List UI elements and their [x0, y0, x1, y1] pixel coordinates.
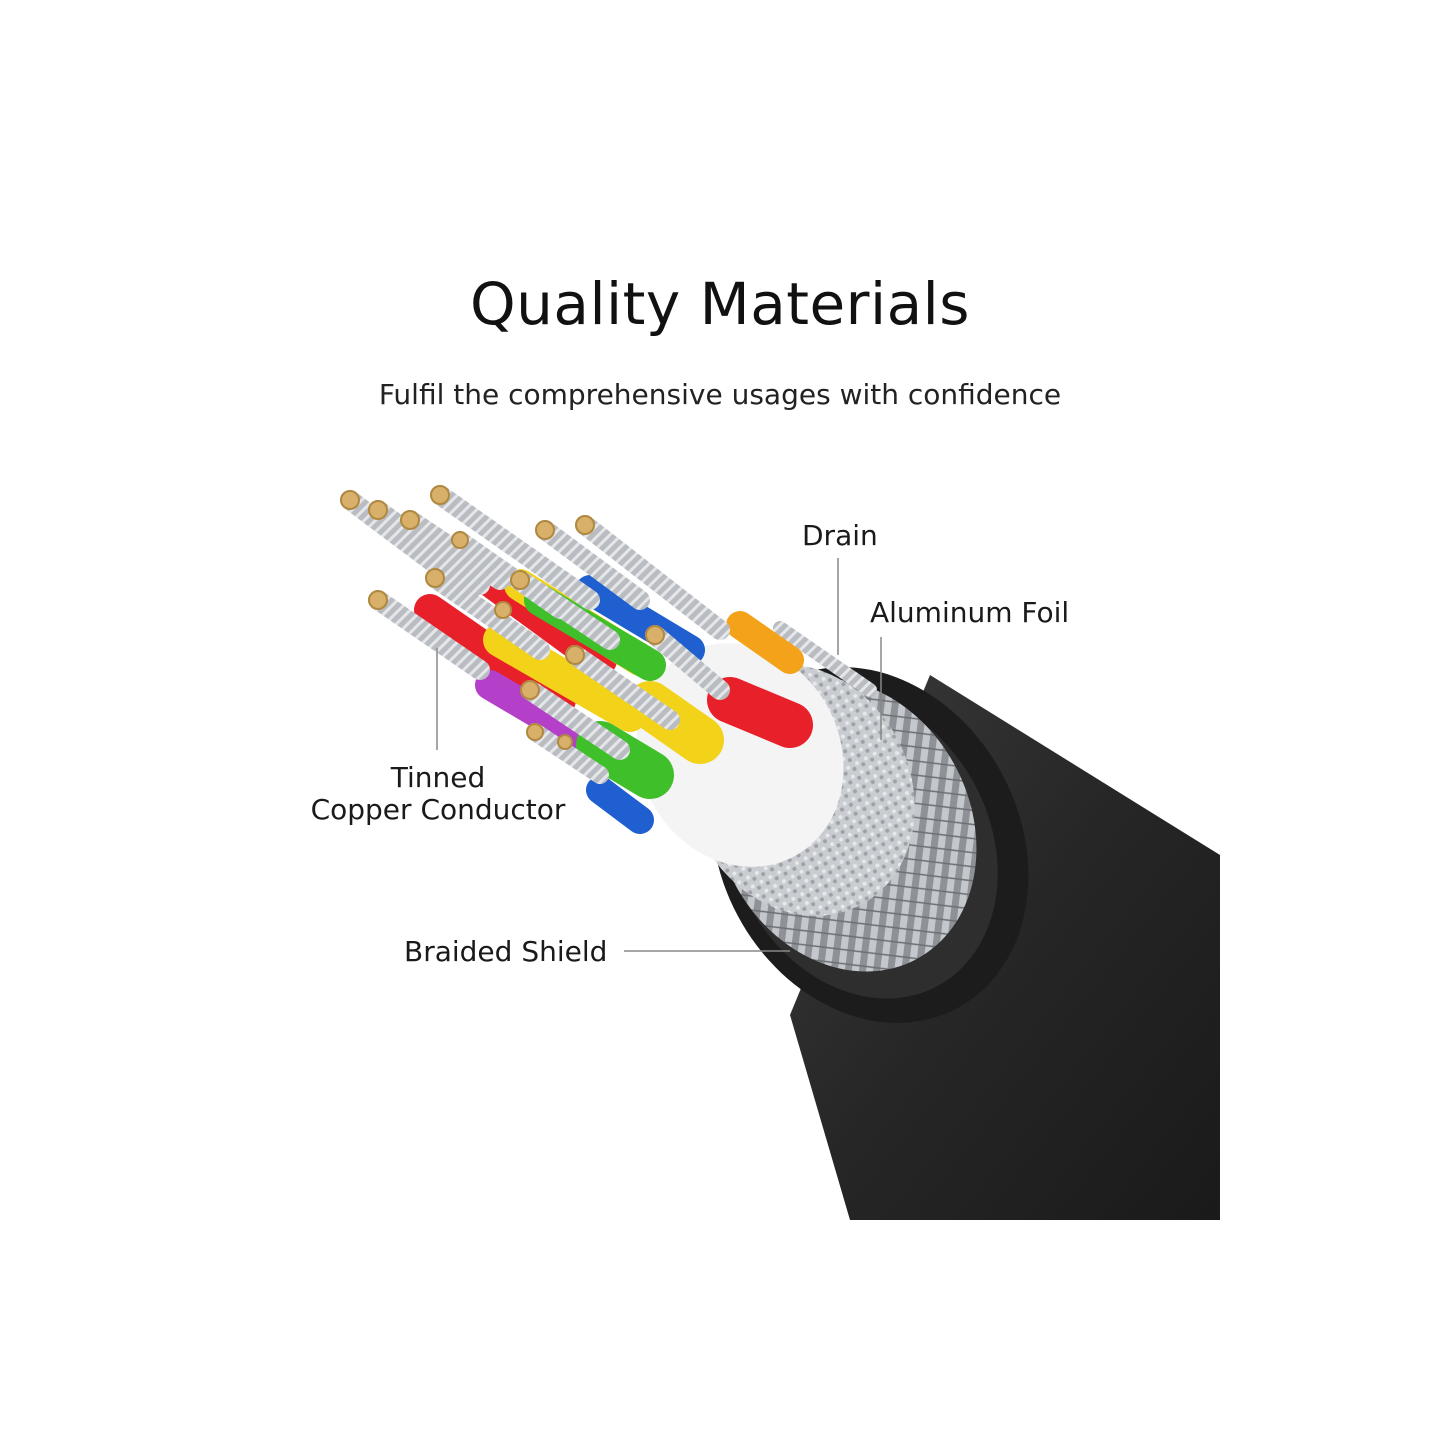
tinned-copper-strands: [340, 485, 730, 784]
inner-insulation: [636, 643, 844, 867]
braided-shield-label: Braided Shield: [404, 935, 608, 968]
page-title: Quality Materials: [469, 270, 971, 338]
tinned-label-line2: Copper Conductor: [310, 793, 566, 826]
conductor-tips: [340, 485, 665, 750]
aluminum-foil-label: Aluminum Foil: [870, 596, 1070, 629]
callout-leader-lines: [436, 558, 882, 952]
tinned-label-line1: Tinned: [390, 761, 486, 794]
tinned-copper-conductor-label: Tinned Copper Conductor: [306, 762, 570, 826]
page-subtitle: Fulfil the comprehensive usages with con…: [378, 378, 1062, 411]
drain-label: Drain: [802, 519, 878, 552]
drain-wire: [773, 621, 877, 697]
